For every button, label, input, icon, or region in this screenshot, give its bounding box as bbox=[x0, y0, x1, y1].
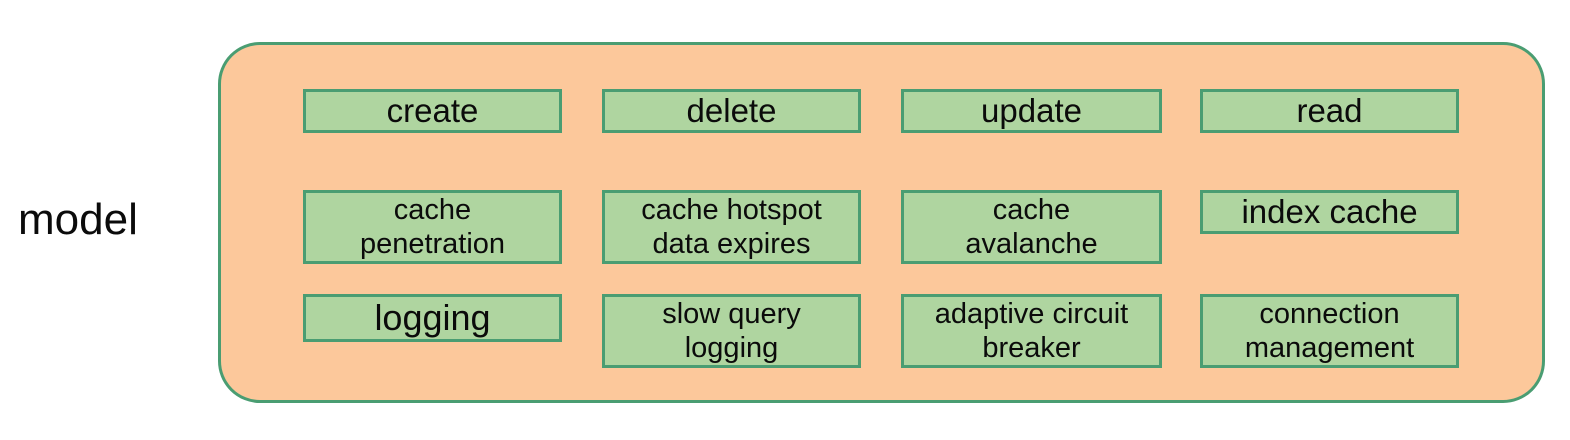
node-label: update bbox=[981, 92, 1082, 129]
node-label: read bbox=[1296, 92, 1363, 129]
node-row-caching-concerns: cache penetration cache hotspot data exp… bbox=[221, 190, 1542, 264]
node-adaptive-circuit-breaker[interactable]: adaptive circuit breaker bbox=[901, 294, 1162, 368]
node-cache-penetration[interactable]: cache penetration bbox=[303, 190, 562, 264]
node-connection-management[interactable]: connection management bbox=[1200, 294, 1459, 368]
node-delete[interactable]: delete bbox=[602, 89, 861, 133]
node-label: cache penetration bbox=[359, 194, 506, 260]
node-slow-query-logging[interactable]: slow query logging bbox=[602, 294, 861, 368]
node-label: delete bbox=[686, 92, 777, 129]
node-label: slow query logging bbox=[662, 298, 801, 364]
node-cache-avalanche[interactable]: cache avalanche bbox=[901, 190, 1162, 264]
node-row-observability-and-resilience: logging slow query logging adaptive circ… bbox=[221, 294, 1542, 368]
node-label: cache avalanche bbox=[965, 194, 1098, 260]
node-create[interactable]: create bbox=[303, 89, 562, 133]
node-index-cache[interactable]: index cache bbox=[1200, 190, 1459, 234]
node-label: logging bbox=[374, 297, 491, 338]
node-label: connection management bbox=[1244, 298, 1415, 364]
node-row-operations: create delete update read bbox=[221, 89, 1542, 157]
model-group-container: create delete update read cache penetrat… bbox=[218, 42, 1545, 403]
node-cache-hotspot-data-expires[interactable]: cache hotspot data expires bbox=[602, 190, 861, 264]
node-label: index cache bbox=[1241, 193, 1418, 230]
node-label: create bbox=[386, 92, 479, 129]
node-read[interactable]: read bbox=[1200, 89, 1459, 133]
node-logging[interactable]: logging bbox=[303, 294, 562, 342]
node-grid: create delete update read cache penetrat… bbox=[221, 45, 1542, 400]
model-side-label: model bbox=[18, 195, 138, 244]
node-label: adaptive circuit breaker bbox=[934, 298, 1129, 364]
node-label: cache hotspot data expires bbox=[641, 194, 822, 260]
node-update[interactable]: update bbox=[901, 89, 1162, 133]
